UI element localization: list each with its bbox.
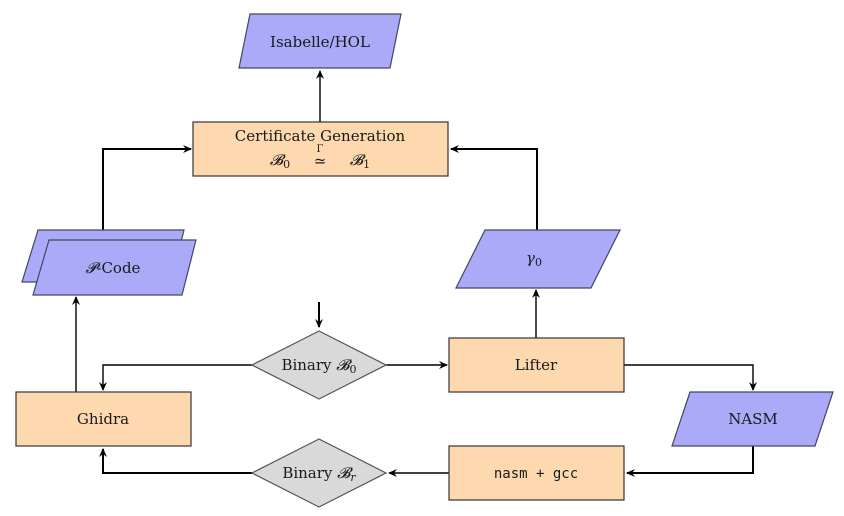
binary-b0-shape (250, 330, 388, 400)
node-pcode: 𝓟-Code (21, 229, 197, 296)
certificate-label: Certificate Generation (235, 127, 406, 145)
binary-br-shape (250, 438, 388, 508)
node-nasm: NASM (671, 391, 834, 447)
edge-pcode-to-certificate (102, 145, 192, 230)
node-binary-b0: Binary 𝓑0 (250, 330, 388, 400)
node-lifter: Lifter (448, 337, 625, 393)
certificate-formula-sup: Γ (317, 144, 324, 155)
node-isabelle-hol: Isabelle/HOL (238, 13, 402, 69)
pcode-shape-front (32, 239, 197, 296)
isabelle-shape (238, 13, 402, 69)
isabelle-label: Isabelle/HOL (270, 33, 370, 51)
gamma0-shape (455, 229, 621, 289)
binary-b0-label: Binary 𝓑0 (281, 356, 356, 376)
edge-nasm-to-nasm-gcc (626, 446, 754, 477)
ghidra-label: Ghidra (77, 410, 129, 428)
lifter-label: Lifter (515, 356, 558, 374)
edge-gamma0-to-certificate (450, 145, 538, 230)
nasm-gcc-shape (448, 445, 625, 501)
nasm-label: NASM (728, 410, 778, 428)
lifter-shape (448, 337, 625, 393)
edge-binary-br-to-ghidra (99, 448, 252, 474)
node-binary-br: Binary 𝓑r (250, 438, 388, 508)
ghidra-shape (15, 391, 192, 447)
edge-binary-b0-to-ghidra (99, 364, 252, 391)
node-certificate-generation: Certificate Generation 𝓑0 Γ ≃ 𝓑1 (192, 121, 449, 177)
binary-br-label: Binary 𝓑r (282, 464, 356, 484)
nasm-gcc-label: nasm + gcc (494, 466, 578, 482)
node-ghidra: Ghidra (15, 391, 192, 447)
edges (72, 70, 757, 477)
node-nasm-gcc: nasm + gcc (448, 445, 625, 501)
certificate-formula-relation: ≃ (314, 152, 327, 170)
edge-lifter-to-nasm (624, 364, 757, 391)
certificate-formula-right: 𝓑1 (350, 151, 370, 171)
certificate-formula-left: 𝓑0 (270, 151, 290, 171)
nasm-shape (671, 391, 834, 447)
gamma0-label: γ0 (526, 249, 542, 269)
certificate-shape (192, 121, 449, 177)
pcode-label: 𝓟-Code (86, 259, 141, 277)
node-gamma0: γ0 (455, 229, 621, 289)
